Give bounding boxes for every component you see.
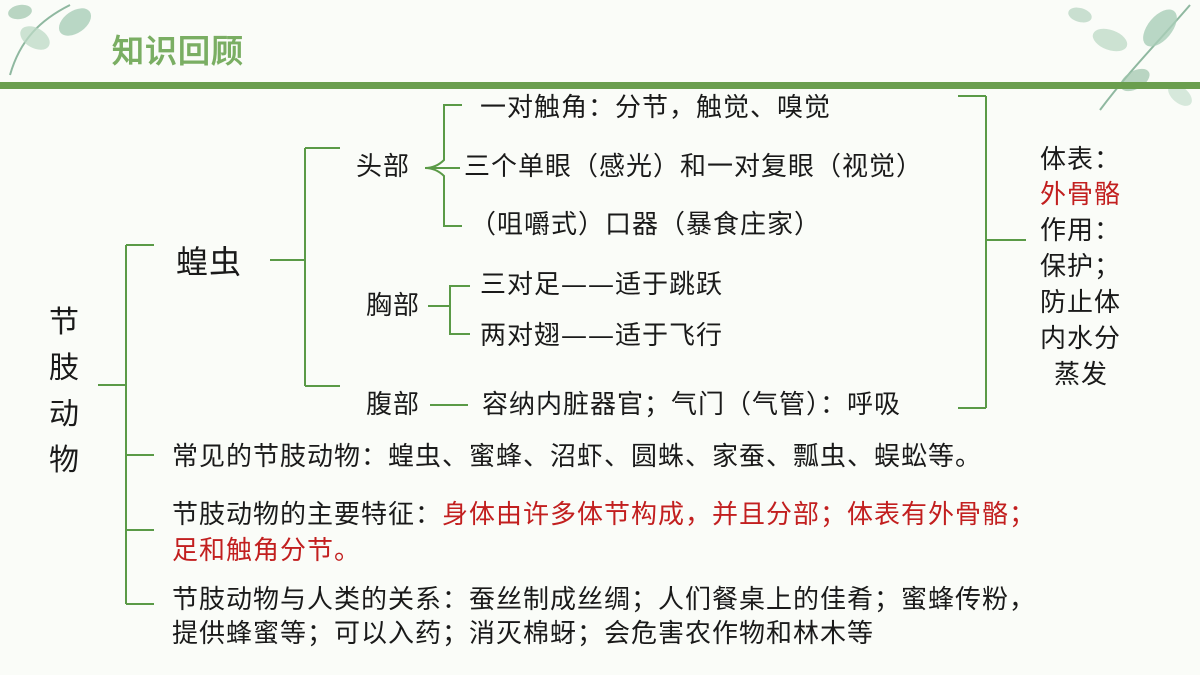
- relation-line-1: 节肢动物与人类的关系：蚕丝制成丝绸；人们餐桌上的佳肴；蜜蜂传粉，: [172, 585, 1037, 615]
- head-item-antennae: 一对触角：分节，触觉、嗅觉: [480, 93, 832, 123]
- page-title: 知识回顾: [112, 32, 245, 70]
- common-arthropods-text: 常见的节肢动物：蝗虫、蜜蜂、沼虾、圆蛛、家蚕、瓢虫、蜈蚣等。: [172, 442, 983, 472]
- abdomen-text: 容纳内脏器官；气门（气管）：呼吸: [482, 390, 902, 420]
- thorax-item-wings: 两对翅——适于飞行: [480, 321, 724, 351]
- body-surface-function-2: 防止体: [1040, 288, 1122, 318]
- body-surface-label: 体表：: [1040, 145, 1122, 175]
- head-item-mouthparts: （咀嚼式）口器（暴食庄家）: [470, 210, 822, 240]
- features-label: 节肢动物的主要特征：: [172, 500, 443, 530]
- features-text-2: 足和触角分节。: [172, 536, 362, 566]
- locust-label: 蝗虫: [176, 243, 243, 281]
- body-surface-function-3: 内水分: [1040, 324, 1122, 354]
- body-surface-function-0: 作用：: [1040, 216, 1122, 246]
- body-surface-function-4: 蒸发: [1054, 360, 1109, 390]
- abdomen-label: 腹部: [366, 390, 421, 420]
- features-line-1: 节肢动物的主要特征：身体由许多体节构成，并且分部；体表有外骨骼；: [172, 500, 1036, 530]
- leaf-decoration-left: [8, 4, 92, 76]
- head-item-eyes: 三个单眼（感光）和一对复眼（视觉）: [464, 152, 924, 182]
- body-surface-value: 外骨骼: [1040, 180, 1122, 210]
- body-surface-function-1: 保护；: [1040, 252, 1122, 282]
- thorax-label: 胸部: [366, 291, 421, 321]
- features-text-1: 身体由许多体节构成，并且分部；体表有外骨骼；: [442, 500, 1037, 530]
- header-divider: [0, 82, 1200, 89]
- head-label: 头部: [356, 152, 411, 182]
- relation-line-2: 提供蜂蜜等；可以入药；消灭棉蚜；会危害农作物和林木等: [172, 619, 875, 649]
- thorax-item-legs: 三对足——适于跳跃: [480, 270, 724, 300]
- root-label-arthropod: 节 肢 动 物: [49, 305, 79, 478]
